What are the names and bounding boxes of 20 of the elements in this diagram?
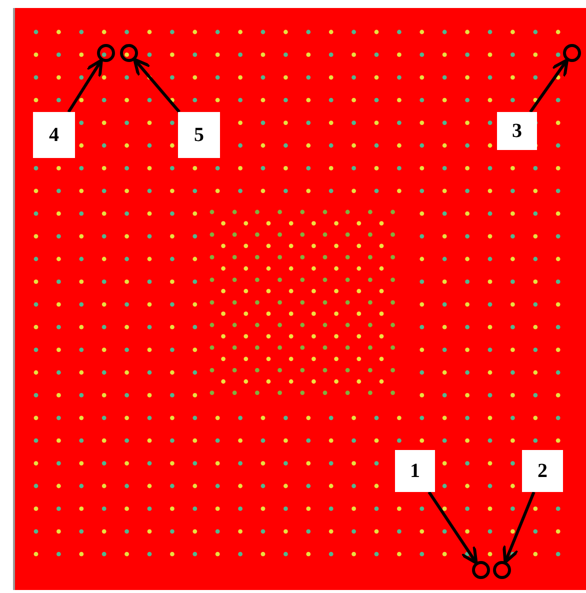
callout-number: 5 [194,124,204,146]
callout-number: 2 [538,460,548,482]
callout-box [497,112,537,150]
callout-box [33,112,75,158]
callout-box [178,112,220,158]
callout-number: 1 [410,460,420,482]
arrow [502,491,536,564]
marker-ring [472,561,490,579]
arrow [529,58,569,113]
arrow [67,58,103,113]
callout-box [395,450,435,492]
arrow [133,58,180,113]
marker-ring [563,44,581,62]
marker-ring [120,44,138,62]
marker-ring [97,44,115,62]
marker-ring [493,561,511,579]
callout-number: 3 [512,120,522,142]
arrow [428,491,478,564]
callout-number: 4 [49,124,59,146]
callout-box [522,450,563,492]
